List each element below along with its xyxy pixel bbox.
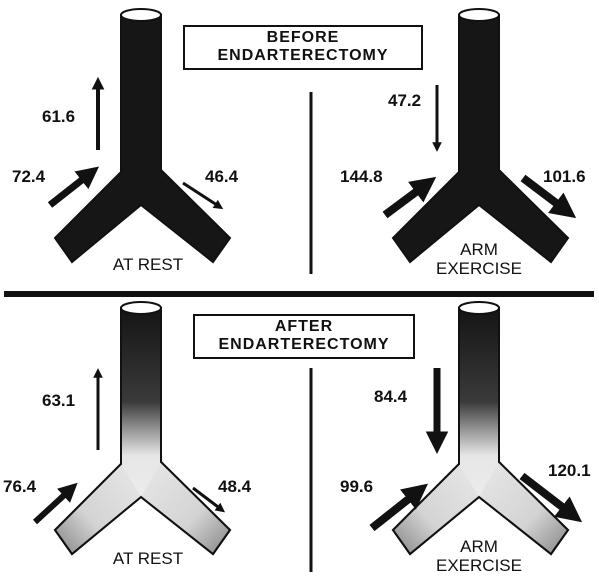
title-after-line-1: AFTER — [201, 318, 407, 336]
condition-after-exercise: ARM EXERCISE — [424, 538, 534, 575]
branch-value-before-exercise: 101.6 — [543, 168, 586, 185]
vessel-after-exercise — [393, 302, 568, 554]
title-before-line-2: ENDARTERECTOMY — [191, 47, 415, 65]
upper-value-after-rest: 63.1 — [42, 392, 75, 409]
condition-before-rest: AT REST — [96, 256, 200, 275]
branch-value-after-exercise: 120.1 — [548, 462, 591, 479]
upper-value-after-exercise: 84.4 — [374, 388, 407, 405]
branch-value-after-rest: 48.4 — [218, 478, 251, 495]
arrow-inflow-before-rest — [50, 172, 92, 205]
inflow-value-after-exercise: 99.6 — [340, 478, 373, 495]
inflow-value-before-exercise: 144.8 — [340, 168, 383, 185]
arrow-inflow-after-rest — [35, 488, 72, 522]
title-before-line-1: BEFORE — [191, 29, 415, 47]
inflow-value-after-rest: 76.4 — [3, 478, 36, 495]
branch-value-before-rest: 46.4 — [205, 168, 238, 185]
title-before: BEFORE ENDARTERECTOMY — [183, 25, 423, 70]
title-after-line-2: ENDARTERECTOMY — [201, 336, 407, 354]
inflow-value-before-rest: 72.4 — [12, 168, 45, 185]
upper-value-before-exercise: 47.2 — [388, 92, 421, 109]
condition-before-exercise: ARM EXERCISE — [424, 241, 534, 278]
upper-value-before-rest: 61.6 — [42, 108, 75, 125]
condition-after-rest: AT REST — [94, 550, 202, 569]
title-after: AFTER ENDARTERECTOMY — [193, 314, 415, 359]
